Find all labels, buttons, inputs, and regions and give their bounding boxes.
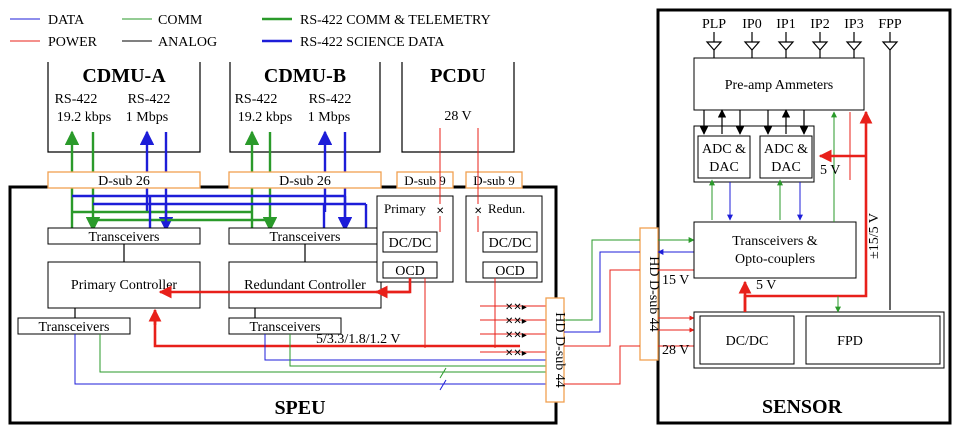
sensor-v-pm: ±15/5 V [867,213,882,259]
adc-dac-1-label-b: DAC [709,160,739,175]
speu-transceivers-bot-b [228,317,342,335]
connector-hd-left-label: HD D-sub 44 [552,312,567,387]
adc-dac-1-label-a: ADC & [702,142,746,157]
probe-ip2: IP2 [810,17,829,32]
pcdu-title: PCDU [430,65,486,87]
connector-hd-left [545,297,565,403]
primary-controller [47,261,201,309]
psu-redun-label: Redun. [488,201,525,216]
speu-voltages: 5/3.3/1.8/1.2 V [316,332,401,347]
pcdu: PCDU 28 V [401,62,515,153]
probe-ip0: IP0 [742,17,761,32]
probe-antenna-icons [705,32,899,310]
connector-dsub26-b-label: D-sub 26 [279,174,331,189]
svg-text:✕✕▸: ✕✕▸ [505,348,527,359]
speu-transceivers-bot-b-label: Transceivers [249,320,320,335]
cdmu-a-rs2: RS-422 [128,92,171,107]
sensor-transceivers-label-b: Opto-couplers [735,252,815,267]
cdmu-a-rate1: 19.2 kbps [57,110,111,125]
adc-transceiver-links [709,111,851,222]
legend-rs422-comm: RS-422 COMM & TELEMETRY [300,13,491,28]
preamp-ammeters [693,57,865,111]
sensor-transceivers [693,221,857,279]
sensor-v5-mid: 5 V [756,278,776,293]
sensor-v5-top: 5 V [820,163,840,178]
cdmu-a-title: CDMU-A [82,65,166,87]
probe-row: PLP IP0 IP1 IP2 IP3 FPP [702,17,902,32]
psu-primary-label: Primary [384,201,426,216]
adc-dac-2 [759,135,813,179]
sensor-transceivers-label-a: Transceivers & [732,234,818,249]
sensor-power-rails [738,110,873,313]
cdmu-b-rate2: 1 Mbps [308,110,350,125]
adc-dac-2-label-a: ADC & [764,142,808,157]
adc-dac-2-label-b: DAC [771,160,801,175]
legend-comm: COMM [158,13,203,28]
connector-dsub9-b [465,171,523,189]
psu-redun: Redun. DC/DC OCD [465,195,543,283]
speu-transceivers-bot-a-label: Transceivers [38,320,109,335]
redundant-controller [228,261,382,309]
connector-dsub9-a-label: D-sub 9 [404,173,446,188]
speu-transceivers-bot-a [17,317,131,335]
cdmu-b: CDMU-B RS-422 19.2 kbps RS-422 1 Mbps [229,62,381,153]
dcdc-b-label: DC/DC [489,236,532,251]
svg-text:✕: ✕ [474,206,482,217]
ocd-a-label: OCD [395,264,425,279]
legend-data: DATA [48,13,85,28]
cdmu-b-rs2: RS-422 [309,92,352,107]
ocd-b-label: OCD [495,264,525,279]
speu-bottom-lines [74,334,546,391]
preamp-ammeters-label: Pre-amp Ammeters [725,78,833,93]
cdmu-a-rs1: RS-422 [55,92,98,107]
svg-text:✕✕▸: ✕✕▸ [505,330,527,341]
connector-dsub9-b-label: D-sub 9 [473,173,515,188]
adc-dac-1 [697,135,751,179]
speu-transceivers-top-b-label: Transceivers [269,230,340,245]
speu-title: SPEU [274,397,325,419]
sensor-box [656,8,952,425]
preamp-adc-arrows [699,109,809,135]
connector-hd-right-label: HD D-sub 44 [646,256,661,331]
svg-text:✕✕▸: ✕✕▸ [505,316,527,327]
legend: DATA COMM RS-422 COMM & TELEMETRY POWER … [10,13,491,50]
sensor-v15: 15 V [662,273,689,288]
probe-plp: PLP [702,17,726,32]
connector-hd-right [639,227,659,361]
psu-primary: Primary DC/DC OCD [376,195,454,283]
probe-ip3: IP3 [844,17,863,32]
svg-text:✕✕▸: ✕✕▸ [505,302,527,313]
legend-rs422-sci: RS-422 SCIENCE DATA [300,35,445,50]
sensor-fpd [805,315,941,365]
svg-text:✕: ✕ [436,206,444,217]
sensor-v28: 28 V [662,343,689,358]
speu-transceivers-top-a-label: Transceivers [88,230,159,245]
connector-dsub26-a-label: D-sub 26 [98,174,150,189]
connector-dsub9-a [396,171,454,189]
sensor-dcdc [699,315,795,365]
legend-analog: ANALOG [158,35,217,50]
fuse-array: ✕✕▸ ✕✕▸ ✕✕▸ ✕✕▸ [480,302,546,359]
redundant-controller-label: Redundant Controller [244,278,366,293]
pcdu-power-lines: ✕ ✕ [148,128,520,348]
cdmu-b-rate1: 19.2 kbps [238,110,292,125]
probe-fpp: FPP [878,17,902,32]
connector-dsub26-b [228,171,382,189]
pcdu-voltage: 28 V [444,109,471,124]
probe-ip1: IP1 [776,17,795,32]
cdmu-a: CDMU-A RS-422 19.2 kbps RS-422 1 Mbps [47,62,201,153]
connector-dsub26-a [47,171,201,189]
sensor-dcdc-label: DC/DC [726,334,769,349]
sensor-title: SENSOR [762,396,843,418]
sensor-fpd-label: FPD [837,334,863,349]
dcdc-a-label: DC/DC [389,236,432,251]
cdmu-b-rs1: RS-422 [235,92,278,107]
interconnect-lines [564,237,695,385]
cdmu-a-rate2: 1 Mbps [126,110,168,125]
cdmu-b-title: CDMU-B [264,65,346,87]
primary-controller-label: Primary Controller [71,278,177,293]
legend-power: POWER [48,35,98,50]
